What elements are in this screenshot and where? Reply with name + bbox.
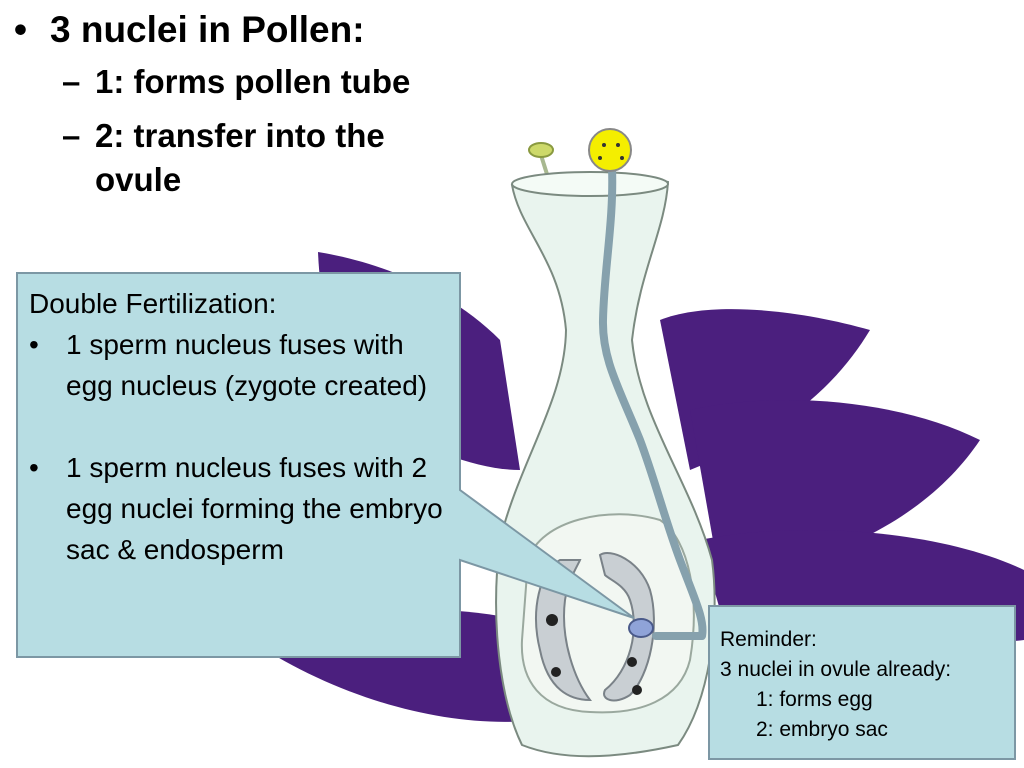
callout-item-text: 1 sperm nucleus fuses with 2 egg nuclei … bbox=[66, 452, 443, 565]
callout-item: • 1 sperm nucleus fuses with egg nucleus… bbox=[29, 324, 449, 406]
pollen-tube bbox=[598, 164, 707, 640]
reminder-box: Reminder: 3 nuclei in ovule already: 1: … bbox=[708, 605, 1016, 760]
sub-bullet: – 1: forms pollen tube bbox=[62, 60, 494, 104]
bullet-main-text: 3 nuclei in Pollen: bbox=[50, 9, 365, 50]
pollen-nuclei-list: • 3 nuclei in Pollen: – 1: forms pollen … bbox=[14, 8, 494, 202]
sub-bullet: – 2: transfer into the ovule bbox=[62, 114, 494, 202]
double-fertilization-callout: Double Fertilization: • 1 sperm nucleus … bbox=[29, 283, 449, 570]
sub-bullet-text: 1: forms pollen tube bbox=[95, 63, 411, 100]
sub-bullet-mark: – bbox=[62, 117, 81, 154]
callout-bullet: • bbox=[29, 329, 39, 360]
callout-bullet: • bbox=[29, 452, 39, 483]
sub-bullet-mark: – bbox=[62, 63, 81, 100]
pollen-grain-icon bbox=[588, 128, 632, 172]
reminder-title: Reminder: bbox=[720, 628, 817, 651]
reminder-item: 1: forms egg bbox=[756, 688, 873, 711]
reminder-line: 3 nuclei in ovule already: bbox=[720, 658, 952, 681]
callout-item-text: 1 sperm nucleus fuses with egg nucleus (… bbox=[66, 329, 428, 401]
callout-box bbox=[16, 272, 635, 658]
bullet-main: • 3 nuclei in Pollen: bbox=[14, 8, 494, 52]
callout-item: • 1 sperm nucleus fuses with 2 egg nucle… bbox=[29, 447, 449, 570]
sub-bullet-text: 2: transfer into the ovule bbox=[95, 117, 385, 198]
bullet-mark: • bbox=[14, 9, 27, 50]
reminder-item: 2: embryo sac bbox=[756, 718, 888, 741]
ovule-right bbox=[598, 552, 655, 702]
callout-spacer bbox=[29, 406, 449, 447]
callout-heading: Double Fertilization: bbox=[29, 288, 277, 319]
